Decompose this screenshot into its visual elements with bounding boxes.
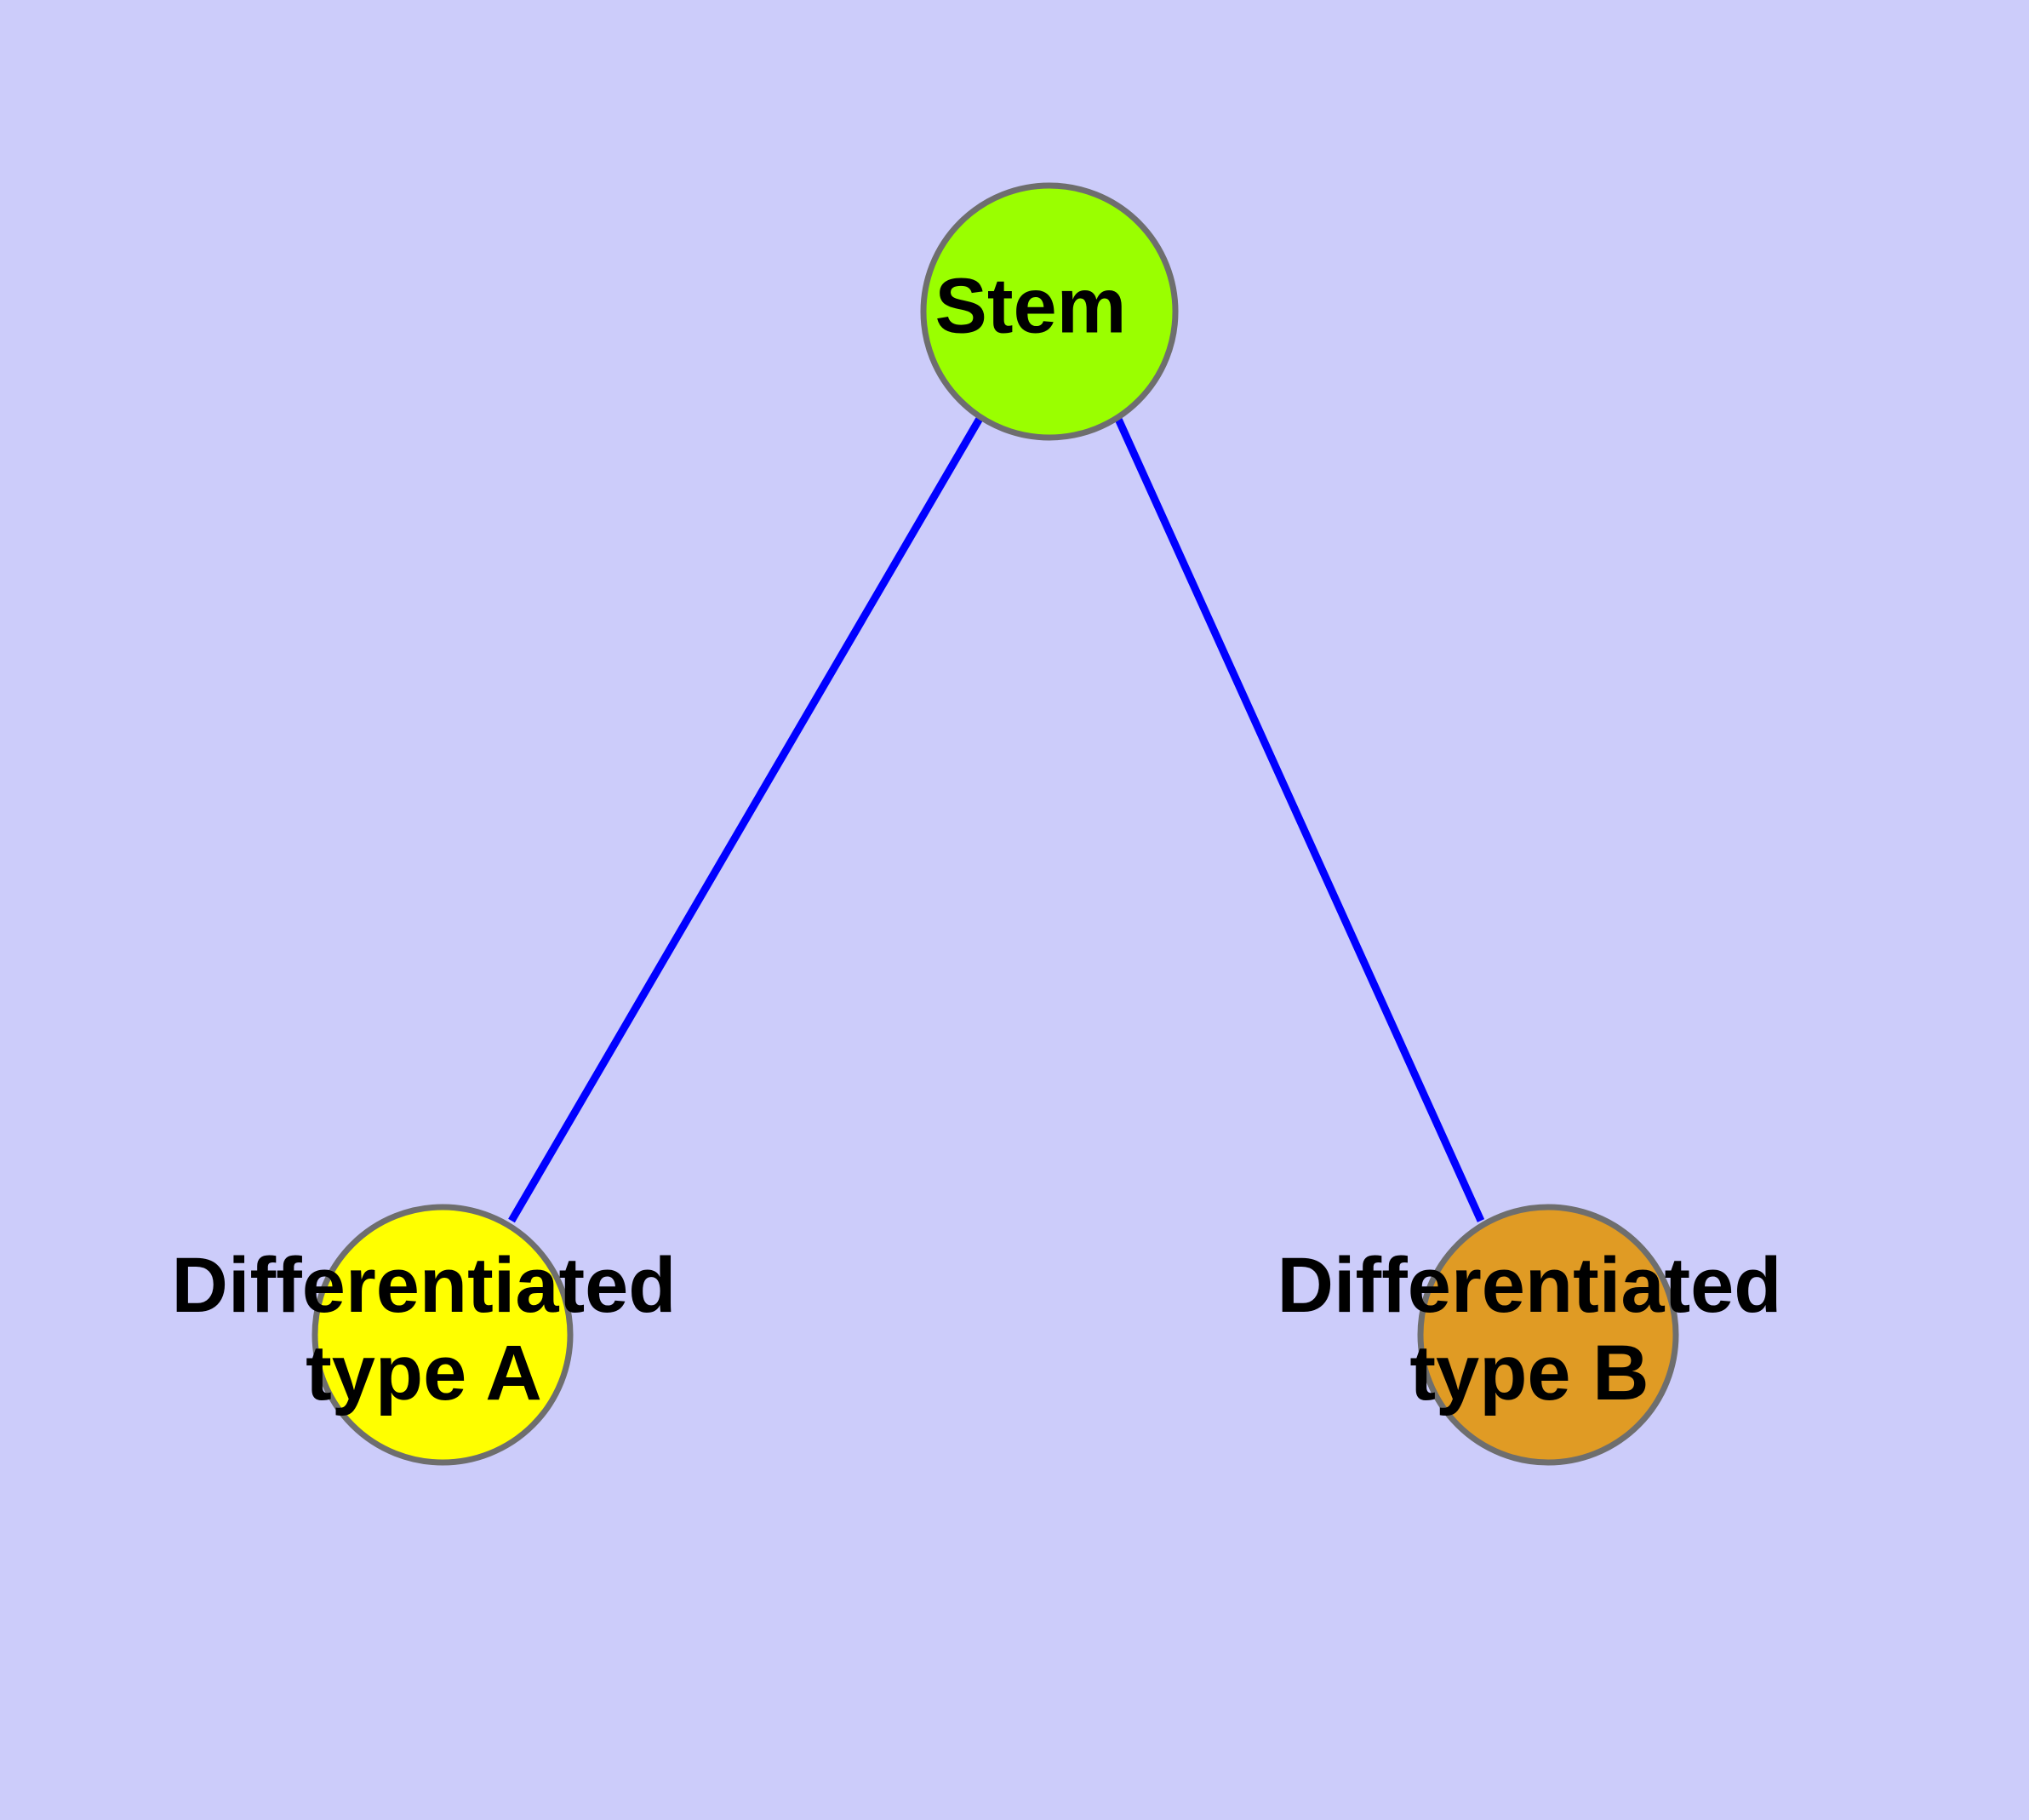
node-label-line: type A xyxy=(306,1330,542,1417)
graph-node-diff_a[interactable] xyxy=(311,1204,574,1466)
node-layer xyxy=(311,182,1679,1466)
node-label-line: Differentiated xyxy=(1277,1242,1782,1329)
edge-layer xyxy=(508,415,1485,1223)
graph-node-stem[interactable] xyxy=(920,182,1179,441)
node-label-line: Differentiated xyxy=(172,1242,677,1329)
node-label-line: Stem xyxy=(935,262,1127,349)
node-label-line: type B xyxy=(1409,1330,1649,1417)
graph-edge-stem-to-b[interactable] xyxy=(1113,415,1485,1222)
graph-node-diff_b[interactable] xyxy=(1417,1204,1679,1466)
graph-node-label-stem: Stem xyxy=(935,262,1127,349)
graph-edge-stem-to-a[interactable] xyxy=(508,415,984,1223)
